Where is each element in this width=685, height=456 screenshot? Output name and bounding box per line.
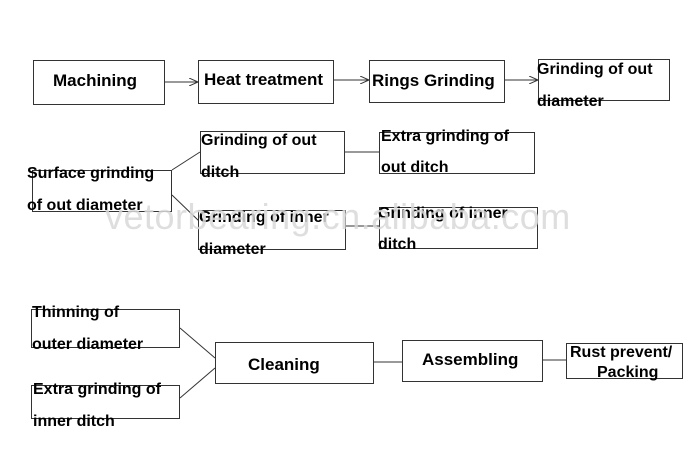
line-extra-cleaning bbox=[179, 367, 216, 399]
thinning-outer-diameter-box bbox=[31, 309, 180, 348]
rust-prevent-packing-line1: Rust prevent/ bbox=[570, 344, 673, 361]
thinning-outer-diameter-line2: outer diameter bbox=[32, 336, 144, 353]
grinding-out-ditch-box bbox=[200, 131, 345, 174]
grinding-inner-ditch-line2: ditch bbox=[378, 236, 417, 253]
rust-prevent-packing-line2: Packing bbox=[597, 364, 659, 381]
watermark-text: vetorbearing.cn.alibaba.com bbox=[105, 196, 571, 237]
grinding-out-ditch-line2: ditch bbox=[201, 164, 240, 181]
cleaning-label: Cleaning bbox=[248, 355, 320, 374]
surface-grinding-box bbox=[32, 170, 172, 212]
rings-grinding-label: Rings Grinding bbox=[372, 71, 495, 90]
rings-grinding-box bbox=[369, 60, 505, 103]
grinding-inner-ditch-box bbox=[379, 207, 538, 249]
line-thinning-cleaning bbox=[179, 327, 216, 359]
grinding-out-diameter-line1: Grinding of out bbox=[537, 61, 653, 78]
heat-treatment-box bbox=[198, 60, 334, 104]
heat-treatment-label: Heat treatment bbox=[204, 70, 324, 89]
grinding-out-diameter-box bbox=[538, 59, 670, 101]
extra-grinding-out-ditch-line1: Extra grinding of bbox=[381, 128, 509, 145]
extra-grinding-out-ditch-line2: out ditch bbox=[381, 159, 449, 176]
grinding-inner-diameter-line2: diameter bbox=[199, 241, 266, 258]
grinding-out-diameter-line2: diameter bbox=[537, 93, 604, 110]
surface-grinding-line1: Surface grinding bbox=[27, 165, 155, 182]
extra-grinding-out-ditch-box bbox=[379, 132, 535, 174]
surface-grinding-line2: of out diameter bbox=[27, 197, 143, 214]
extra-grinding-inner-ditch-line2: inner ditch bbox=[33, 413, 115, 430]
machining-box bbox=[33, 60, 165, 105]
grinding-inner-ditch-line1: Grinding of inner bbox=[378, 205, 508, 222]
grinding-inner-diameter-box bbox=[198, 210, 346, 250]
grinding-inner-diameter-line1: Grinding of inner bbox=[199, 209, 329, 226]
assembling-label: Assembling bbox=[422, 350, 519, 369]
line-surface-innerdiam bbox=[171, 194, 201, 223]
grinding-out-ditch-line1: Grinding of out bbox=[201, 132, 317, 149]
thinning-outer-diameter-line1: Thinning of bbox=[32, 304, 120, 321]
machining-label: Machining bbox=[53, 71, 138, 90]
extra-grinding-inner-ditch-line1: Extra grinding of bbox=[33, 381, 161, 398]
cleaning-box bbox=[215, 342, 374, 384]
extra-grinding-inner-ditch-box bbox=[31, 385, 180, 419]
assembling-box bbox=[402, 340, 543, 382]
line-surface-outditch bbox=[171, 151, 201, 171]
rust-prevent-packing-box bbox=[566, 343, 683, 379]
